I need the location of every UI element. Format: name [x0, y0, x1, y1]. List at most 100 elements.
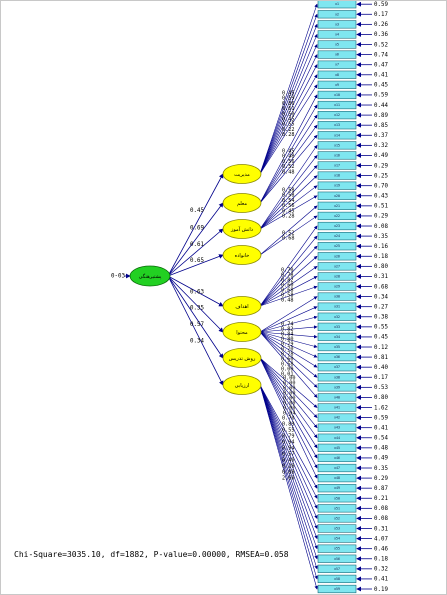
loading-value: 0.82 — [281, 278, 294, 284]
structural-coefficient: 0.61 — [190, 242, 204, 248]
indicator-box — [317, 80, 357, 89]
latent-factor-node — [222, 296, 262, 316]
indicator-box — [317, 272, 357, 281]
loading-path — [259, 84, 318, 175]
structural-coefficient: 0.57 — [190, 322, 204, 328]
indicator-label: x12 — [334, 113, 340, 117]
error-value: 0.45 — [374, 335, 388, 341]
indicator-label: x46 — [334, 456, 340, 460]
indicator-box — [317, 342, 357, 352]
indicator-label: x1 — [335, 2, 339, 6]
loading-path — [259, 205, 318, 256]
indicator-label: x30 — [334, 295, 340, 299]
indicator-box — [317, 463, 357, 473]
indicator-box — [317, 211, 357, 221]
indicator-box — [317, 262, 357, 271]
root-factor-node — [129, 265, 171, 287]
indicator-box — [317, 584, 357, 594]
loading-value: 0.50 — [282, 111, 295, 117]
loading-value: 0.01 — [281, 372, 294, 378]
error-value: 0.70 — [374, 183, 388, 189]
loading-path — [259, 154, 318, 230]
loading-value: 0.00 — [283, 376, 296, 382]
loading-path — [259, 185, 318, 230]
error-value: 0.18 — [374, 254, 388, 260]
loading-path — [259, 384, 318, 590]
coefficient-labels: 0.590.170.260.360.520.740.470.410.450.59… — [111, 2, 388, 593]
error-value: 0.17 — [374, 375, 388, 381]
error-value: 0.08 — [374, 224, 388, 230]
loading-value: 2.60 — [282, 476, 295, 482]
error-value: 0.38 — [374, 315, 388, 321]
structural-path — [167, 202, 224, 277]
loading-value: 0.00 — [283, 391, 296, 397]
loading-value: 0.61 — [282, 106, 295, 112]
loading-path — [259, 331, 318, 348]
loading-value: 0.86 — [282, 101, 295, 107]
loading-value: 0.45 — [282, 208, 295, 214]
indicator-label: x26 — [334, 254, 340, 258]
loading-value: 0.60 — [281, 357, 294, 363]
loading-path — [259, 94, 318, 204]
error-value: 0.31 — [374, 526, 388, 532]
loading-path — [259, 124, 318, 204]
error-value: 0.31 — [374, 274, 388, 280]
indicator-box — [317, 504, 357, 513]
loading-value: 0.59 — [282, 96, 295, 102]
structural-coefficient: 0.63 — [190, 290, 204, 296]
indicator-label: x28 — [334, 274, 340, 278]
indicator-box — [317, 494, 357, 503]
indicator-label: x59 — [334, 587, 340, 591]
error-value: 0.29 — [374, 163, 388, 169]
error-value: 0.80 — [374, 264, 388, 270]
indicator-label: x9 — [335, 83, 339, 87]
indicator-label: x38 — [334, 375, 340, 379]
indicator-box — [317, 141, 357, 150]
loading-path — [259, 384, 318, 509]
indicator-label: x18 — [334, 174, 340, 178]
indicator-box — [317, 70, 357, 79]
indicator-box — [317, 484, 357, 493]
loading-value: 0.55 — [282, 428, 295, 434]
loading-path — [259, 384, 318, 519]
indicator-label: x33 — [334, 325, 340, 329]
loading-path — [259, 384, 318, 560]
indicator-label: x45 — [334, 446, 340, 450]
error-value: 0.46 — [374, 546, 388, 552]
latent-factor-node — [222, 322, 262, 342]
indicator-box — [317, 574, 357, 584]
loading-value: 0.00 — [283, 401, 296, 407]
indicator-label: x5 — [335, 43, 339, 47]
error-value: 0.35 — [374, 234, 388, 240]
latent-factor-label: دانش آموز — [230, 226, 253, 233]
path-lines — [124, 1, 372, 592]
indicator-box — [317, 282, 357, 291]
error-value: 0.29 — [374, 476, 388, 482]
loading-value: 0.28 — [282, 464, 295, 470]
loading-value: 0.00 — [283, 406, 296, 412]
indicator-label: x11 — [334, 103, 340, 107]
latent-factor-node — [222, 193, 262, 213]
error-value: 0.43 — [374, 194, 388, 200]
indicator-label: x21 — [334, 204, 340, 208]
indicator-box — [317, 302, 357, 311]
loading-path — [259, 331, 318, 398]
indicator-box — [317, 413, 357, 422]
latent-factor-node — [222, 348, 262, 368]
indicator-label: x7 — [335, 63, 339, 67]
loading-value: 0.68 — [282, 236, 295, 242]
error-value: 0.37 — [374, 133, 388, 139]
indicator-box — [317, 60, 357, 69]
indicator-box — [317, 524, 357, 533]
indicator-label: x22 — [334, 214, 340, 218]
indicator-label: x6 — [335, 53, 339, 57]
loading-value: 0.79 — [281, 342, 294, 348]
indicator-box — [317, 20, 357, 29]
loading-path — [259, 357, 318, 459]
loading-value: 0.80 — [281, 337, 294, 343]
loading-value: 0.00 — [281, 367, 294, 373]
indicator-box — [317, 393, 357, 402]
indicator-box — [317, 232, 357, 241]
error-value: 0.80 — [374, 395, 388, 401]
loading-value: 0.56 — [282, 203, 295, 209]
